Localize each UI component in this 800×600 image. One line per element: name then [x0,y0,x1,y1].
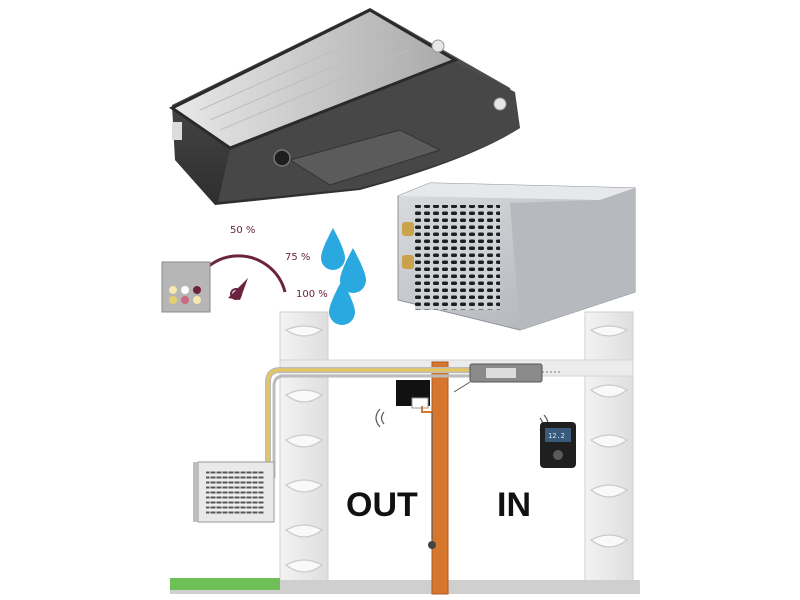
ground-strip [170,578,280,590]
condensing-unit-icon [397,182,636,331]
control-panel-display: 12.2 [548,432,565,440]
remote-sensor-icon [396,380,436,549]
zone-label-out: OUT [346,486,418,524]
water-droplet-icon [321,228,366,325]
gauge-label-50: 50 % [230,225,255,236]
humidity-gauge-icon: 50 % 75 % 100 % [190,225,328,300]
wall-control-panel-icon: 12.2 [540,422,576,468]
zone-label-in: IN [497,486,531,524]
ceiling-evaporator-icon [169,8,520,205]
outdoor-condenser-icon [193,461,275,523]
wireless-signal-icon [375,408,549,434]
wine-rack-icon [161,261,211,313]
refrigerant-pipes [265,367,485,478]
gauge-label-100: 100 % [296,289,328,300]
partition-wall [431,361,449,595]
diagram-evaporator [453,363,560,393]
gauge-label-75: 75 % [285,252,310,263]
